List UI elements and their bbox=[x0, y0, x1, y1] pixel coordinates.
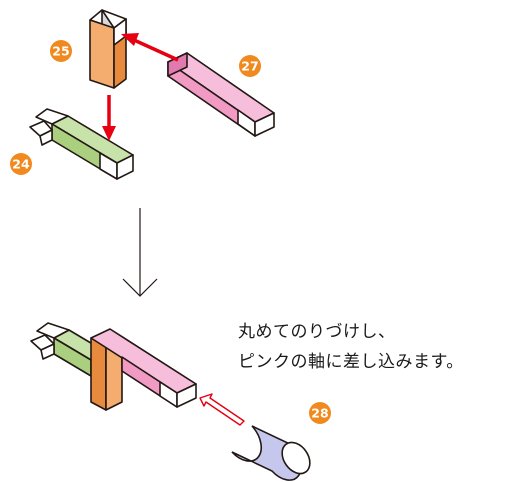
part-28-cylinder bbox=[231, 425, 311, 481]
assembled-pink-block bbox=[90, 328, 197, 408]
badge-28-text: 28 bbox=[311, 406, 328, 421]
badge-25-text: 25 bbox=[52, 44, 69, 59]
red-arrow-25-to-24 bbox=[102, 95, 116, 141]
down-arrow-icon bbox=[122, 208, 158, 297]
part-27-end-face bbox=[254, 112, 275, 137]
part-28-cylinder-end bbox=[281, 441, 311, 475]
badge-24: 24 bbox=[10, 153, 32, 175]
part-24-flap-side bbox=[39, 129, 53, 146]
part-27-left-face bbox=[167, 52, 188, 77]
part-24-end-face bbox=[116, 154, 134, 180]
assembled-orange-front bbox=[90, 337, 107, 411]
assembled-pink-end-face bbox=[176, 383, 197, 408]
badge-24-text: 24 bbox=[12, 157, 30, 172]
instruction-caption: 丸めてのりづけし、 ピンクの軸に差し込みます。 bbox=[238, 317, 464, 377]
part-27-block bbox=[167, 52, 275, 137]
badge-25: 25 bbox=[50, 40, 72, 62]
part-25-block bbox=[89, 9, 127, 89]
part-24-block bbox=[29, 108, 134, 180]
badge-27-text: 27 bbox=[241, 59, 258, 74]
red-arrow-27-to-25 bbox=[121, 33, 179, 62]
caption-line-2: ピンクの軸に差し込みます。 bbox=[238, 352, 464, 372]
badge-28: 28 bbox=[309, 402, 331, 424]
caption-line-1: 丸めてのりづけし、 bbox=[238, 322, 396, 342]
insert-arrow-icon bbox=[199, 393, 245, 426]
badge-27: 27 bbox=[239, 55, 261, 77]
assembled-green-flap-side bbox=[40, 343, 55, 360]
part-25-front-face bbox=[89, 19, 115, 89]
